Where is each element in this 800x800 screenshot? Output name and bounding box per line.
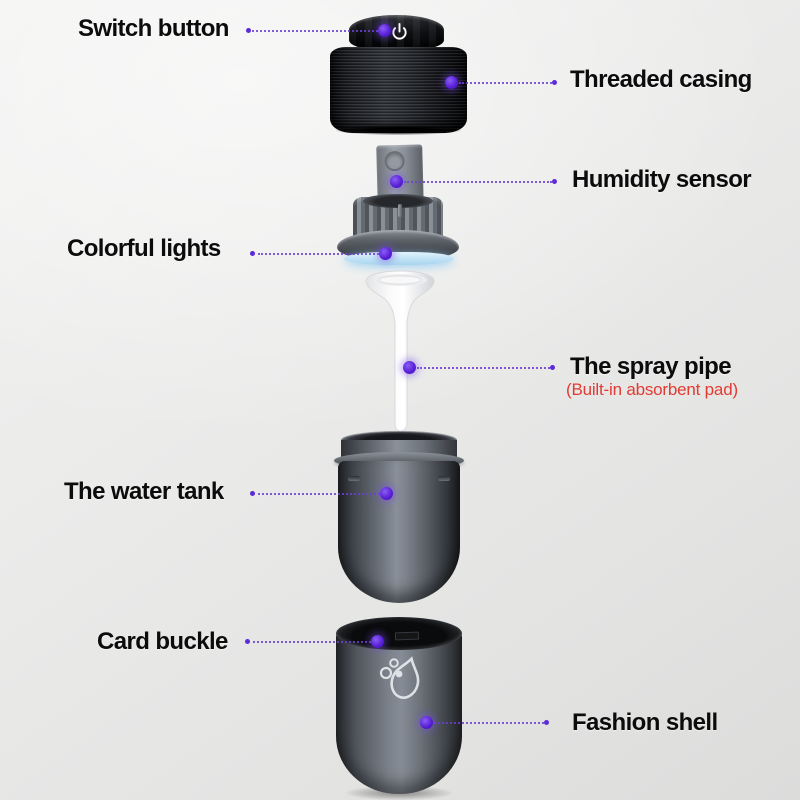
leader-endpoint-humidity-sensor	[552, 179, 557, 184]
leader-line-colorful-lights	[258, 253, 379, 255]
colorful-light-ring	[344, 252, 454, 265]
leader-line-water-tank	[258, 493, 380, 495]
power-icon	[392, 22, 407, 40]
leader-endpoint-water-tank	[250, 491, 255, 496]
label-card-buckle: Card buckle	[97, 628, 228, 655]
leader-line-spray-pipe	[417, 367, 550, 369]
atomizer-pin	[398, 204, 402, 217]
label-spray-pipe-note: (Built-in absorbent pad)	[566, 380, 738, 399]
water-drop-icon	[379, 656, 420, 699]
callout-dot-colorful-lights	[379, 247, 392, 260]
callout-dot-threaded-casing	[445, 76, 458, 89]
callout-dot-fashion-shell	[420, 716, 433, 729]
threaded-casing-part	[330, 47, 467, 135]
leader-line-fashion-shell	[434, 722, 544, 724]
label-threaded-casing: Threaded casing	[570, 66, 752, 93]
leader-line-switch-button	[252, 30, 378, 32]
spray-pipe-part	[365, 270, 435, 432]
leader-line-threaded-casing	[459, 82, 552, 84]
leader-endpoint-spray-pipe	[550, 365, 555, 370]
leader-endpoint-colorful-lights	[250, 251, 255, 256]
label-water-tank: The water tank	[64, 478, 224, 505]
fashion-shell-part	[336, 632, 462, 794]
label-fashion-shell: Fashion shell	[572, 709, 718, 736]
leader-line-card-buckle	[253, 641, 371, 643]
switch-button-cap	[349, 15, 444, 51]
leader-endpoint-card-buckle	[245, 639, 250, 644]
leader-endpoint-fashion-shell	[544, 720, 549, 725]
callout-dot-switch-button	[378, 24, 391, 37]
callout-dot-humidity-sensor	[390, 175, 403, 188]
water-tank-part	[338, 461, 460, 603]
label-colorful-lights: Colorful lights	[67, 235, 221, 262]
sensor-hole	[384, 150, 405, 172]
leader-line-humidity-sensor	[404, 181, 552, 183]
card-buckle-slot	[394, 631, 420, 641]
label-spray-pipe: The spray pipe	[570, 353, 732, 380]
label-humidity-sensor: Humidity sensor	[572, 166, 752, 193]
leader-endpoint-switch-button	[246, 28, 251, 33]
label-switch-button: Switch button	[78, 15, 229, 42]
callout-dot-spray-pipe	[403, 361, 416, 374]
tank-clip-left	[348, 476, 360, 481]
leader-endpoint-threaded-casing	[552, 80, 557, 85]
tank-clip-right	[438, 476, 450, 481]
callout-dot-water-tank	[380, 487, 393, 500]
callout-dot-card-buckle	[371, 635, 384, 648]
